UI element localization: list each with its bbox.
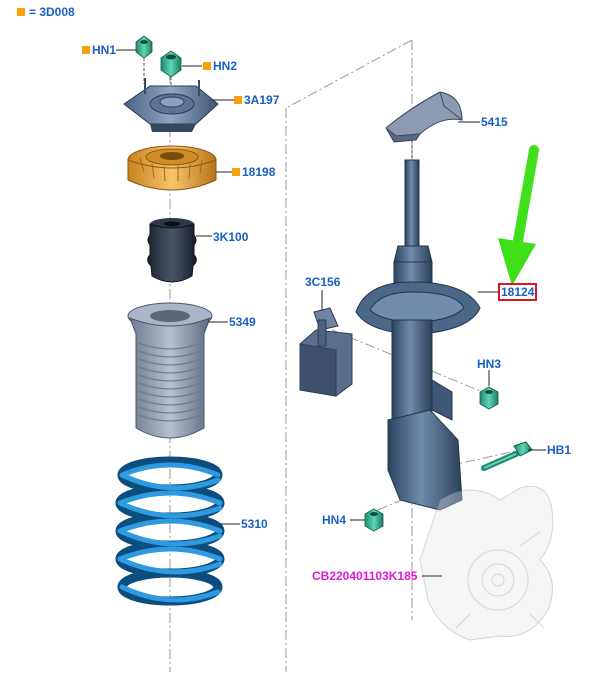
top-mount-3a197 (123, 78, 219, 132)
marker-hn1 (82, 46, 90, 54)
callout-3c156[interactable]: 3C156 (305, 275, 341, 289)
callout-3a197[interactable]: 3A197 (244, 93, 280, 107)
highlight-arrow (498, 145, 539, 286)
dust-boot-5349 (127, 302, 213, 439)
callout-hn1[interactable]: HN1 (92, 43, 117, 57)
callout-hn3[interactable]: HN3 (477, 357, 502, 371)
upper-seat-5415 (385, 91, 463, 143)
coil-spring-5310 (115, 456, 225, 606)
strut-18124 (355, 140, 481, 511)
callout-5415[interactable]: 5415 (481, 115, 508, 129)
callout-hn2[interactable]: HN2 (213, 59, 238, 73)
marker-3a197 (234, 96, 242, 104)
legend-marker (17, 8, 25, 16)
callout-hb1[interactable]: HB1 (547, 443, 572, 457)
hn1-nut (135, 35, 153, 84)
callout-5349[interactable]: 5349 (229, 315, 256, 329)
legend-text: = 3D008 (29, 5, 75, 19)
callout-18198[interactable]: 18198 (242, 165, 276, 179)
leader-lines (116, 49, 546, 577)
callout-cb220401103k185[interactable]: CB220401103K185 (312, 569, 418, 583)
callout-3k100[interactable]: 3K100 (213, 230, 249, 244)
callout-18124[interactable]: 18124 (497, 283, 538, 301)
callout-5310[interactable]: 5310 (241, 517, 268, 531)
bump-stop-3k100 (147, 218, 197, 283)
callout-hn4[interactable]: HN4 (322, 513, 347, 527)
knuckle-cb220401103k185 (419, 485, 554, 641)
hb1-bolt (481, 441, 533, 471)
spring-seat-18198 (127, 145, 217, 191)
marker-18198 (232, 168, 240, 176)
hn4-nut (364, 508, 384, 532)
hn3-nut (479, 386, 499, 410)
marker-hn2 (203, 62, 211, 70)
bracket-3c156 (299, 307, 353, 397)
